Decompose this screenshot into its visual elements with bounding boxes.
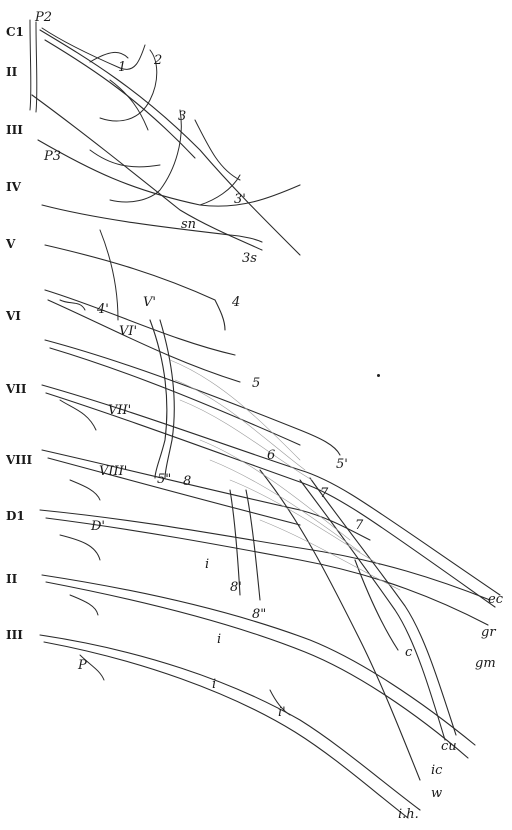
label-i-prime: i' [278, 706, 286, 719]
label-c: c [405, 646, 412, 659]
label-7-upper: 7 [320, 487, 328, 500]
nerve-trunks [32, 30, 500, 818]
label-4: 4 [232, 296, 240, 309]
label-vii-prime: VII' [108, 404, 131, 417]
label-3s: 3s [242, 252, 257, 265]
label-7-lower: 7 [355, 519, 363, 532]
label-3: 3 [178, 110, 186, 123]
label-5: 5 [252, 377, 260, 390]
root-label-d2: II [6, 573, 17, 585]
label-ec: ec [488, 593, 503, 606]
label-5-double-prime: 5" [157, 473, 171, 486]
label-gr: gr [481, 626, 496, 639]
label-i-2: i [217, 633, 221, 646]
shading [170, 360, 400, 590]
label-gm: gm [475, 657, 496, 670]
label-8-prime: 8' [230, 581, 242, 594]
root-label-c6: VI [6, 310, 21, 322]
label-i-3: i [212, 678, 216, 691]
label-w: w [431, 787, 442, 800]
label-2: 2 [154, 54, 162, 67]
label-vi-prime: VI' [119, 325, 137, 338]
label-4-prime: 4' [97, 303, 109, 316]
root-label-c2: II [6, 66, 17, 78]
root-label-d1: D1 [6, 510, 25, 522]
root-label-c5: V [6, 238, 15, 250]
root-label-c1: C1 [6, 26, 24, 38]
label-ic: ic [431, 764, 442, 777]
label-8: 8 [183, 475, 191, 488]
label-p2: P2 [35, 11, 52, 24]
label-5-prime: 5' [336, 458, 348, 471]
label-viii-prime: VIII' [99, 465, 127, 478]
label-ih: i.h. [398, 808, 419, 821]
label-v-prime: V' [143, 296, 156, 309]
label-cu: cu [441, 740, 457, 753]
label-p-lower: P [78, 659, 87, 672]
root-label-d3: III [6, 629, 23, 641]
label-p3: P3 [44, 150, 61, 163]
label-8-double-prime: 8" [252, 608, 266, 621]
label-i-1: i [205, 558, 209, 571]
root-label-c8: VIII [6, 454, 32, 466]
root-label-c4: IV [6, 181, 21, 193]
root-label-c7: VII [6, 383, 27, 395]
label-sn: sn [181, 218, 196, 231]
stray-dot [377, 374, 380, 377]
root-label-c3: III [6, 124, 23, 136]
label-d-prime: D' [91, 520, 105, 533]
label-3-prime: 3' [234, 193, 246, 206]
label-6: 6 [267, 449, 275, 462]
label-1: 1 [118, 61, 126, 74]
